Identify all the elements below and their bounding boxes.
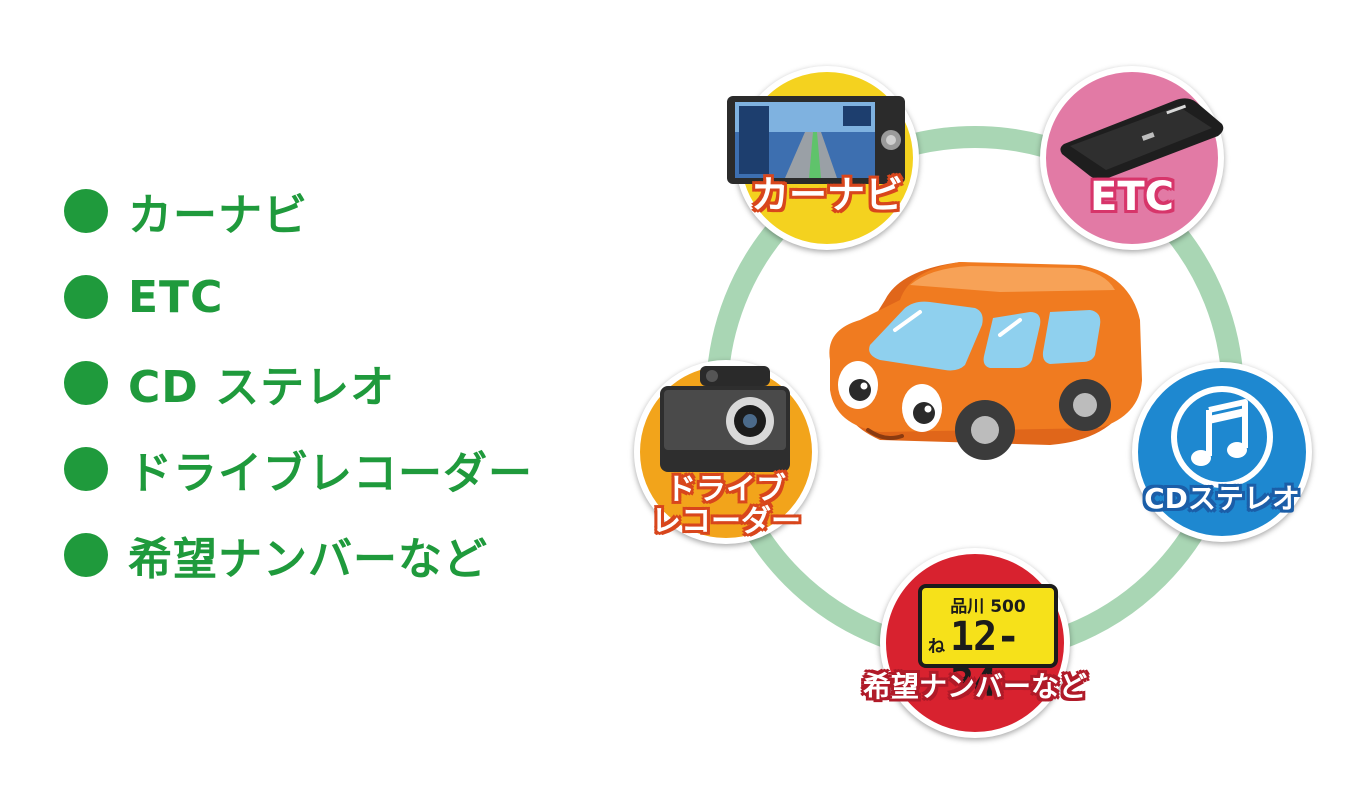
cd-stereo-circle: CDステレオ <box>1132 362 1312 542</box>
feature-list: カーナビ ETC CD ステレオ ドライブレコーダー 希望ナンバーなど <box>64 168 624 598</box>
car-navi-label: カーナビ <box>750 173 904 217</box>
bullet-dot-icon <box>64 447 108 491</box>
bullet-dot-icon <box>64 361 108 405</box>
plate-kana: ね <box>928 637 945 657</box>
music-note-icon <box>1171 386 1273 488</box>
feature-label: CD ステレオ <box>128 362 396 413</box>
bullet-dot-icon <box>64 533 108 577</box>
etc-label: ETC <box>1090 174 1174 220</box>
dashcam-icon <box>660 366 790 472</box>
drive-recorder-circle: ドライブ レコーダー <box>634 360 818 544</box>
feature-item-cd-stereo: CD ステレオ <box>64 340 624 426</box>
cd-stereo-label: CDステレオ <box>1144 482 1300 515</box>
navigation-unit-icon <box>727 96 905 184</box>
drive-recorder-label-line1: ドライブ <box>666 472 786 507</box>
plate-region: 品川 500 <box>950 597 1026 617</box>
car-navi-circle: カーナビ <box>727 66 919 250</box>
feature-label: 希望ナンバーなど <box>128 534 488 585</box>
feature-label: カーナビ <box>128 190 308 241</box>
bullet-dot-icon <box>64 189 108 233</box>
etc-circle: ETC <box>1040 66 1224 250</box>
feature-item-etc: ETC <box>64 254 624 340</box>
feature-label: ドライブレコーダー <box>128 448 533 499</box>
feature-label: ETC <box>128 271 224 323</box>
drive-recorder-label: ドライブ レコーダー <box>651 474 801 537</box>
feature-item-drive-recorder: ドライブレコーダー <box>64 426 624 512</box>
feature-item-number-plate: 希望ナンバーなど <box>64 512 624 598</box>
license-plate: 品川 500 ね 12-34 <box>918 584 1058 706</box>
feature-item-car-navi: カーナビ <box>64 168 624 254</box>
plate-number: 12-34 <box>950 614 1020 706</box>
drive-recorder-label-line2: レコーダー <box>651 503 801 539</box>
bullet-dot-icon <box>64 275 108 319</box>
number-plate-circle: 品川 500 ね 12-34 希望ナンバーなど <box>863 548 1087 738</box>
number-plate-label: 希望ナンバーなど <box>862 670 1088 703</box>
etc-device-icon <box>1060 98 1224 180</box>
